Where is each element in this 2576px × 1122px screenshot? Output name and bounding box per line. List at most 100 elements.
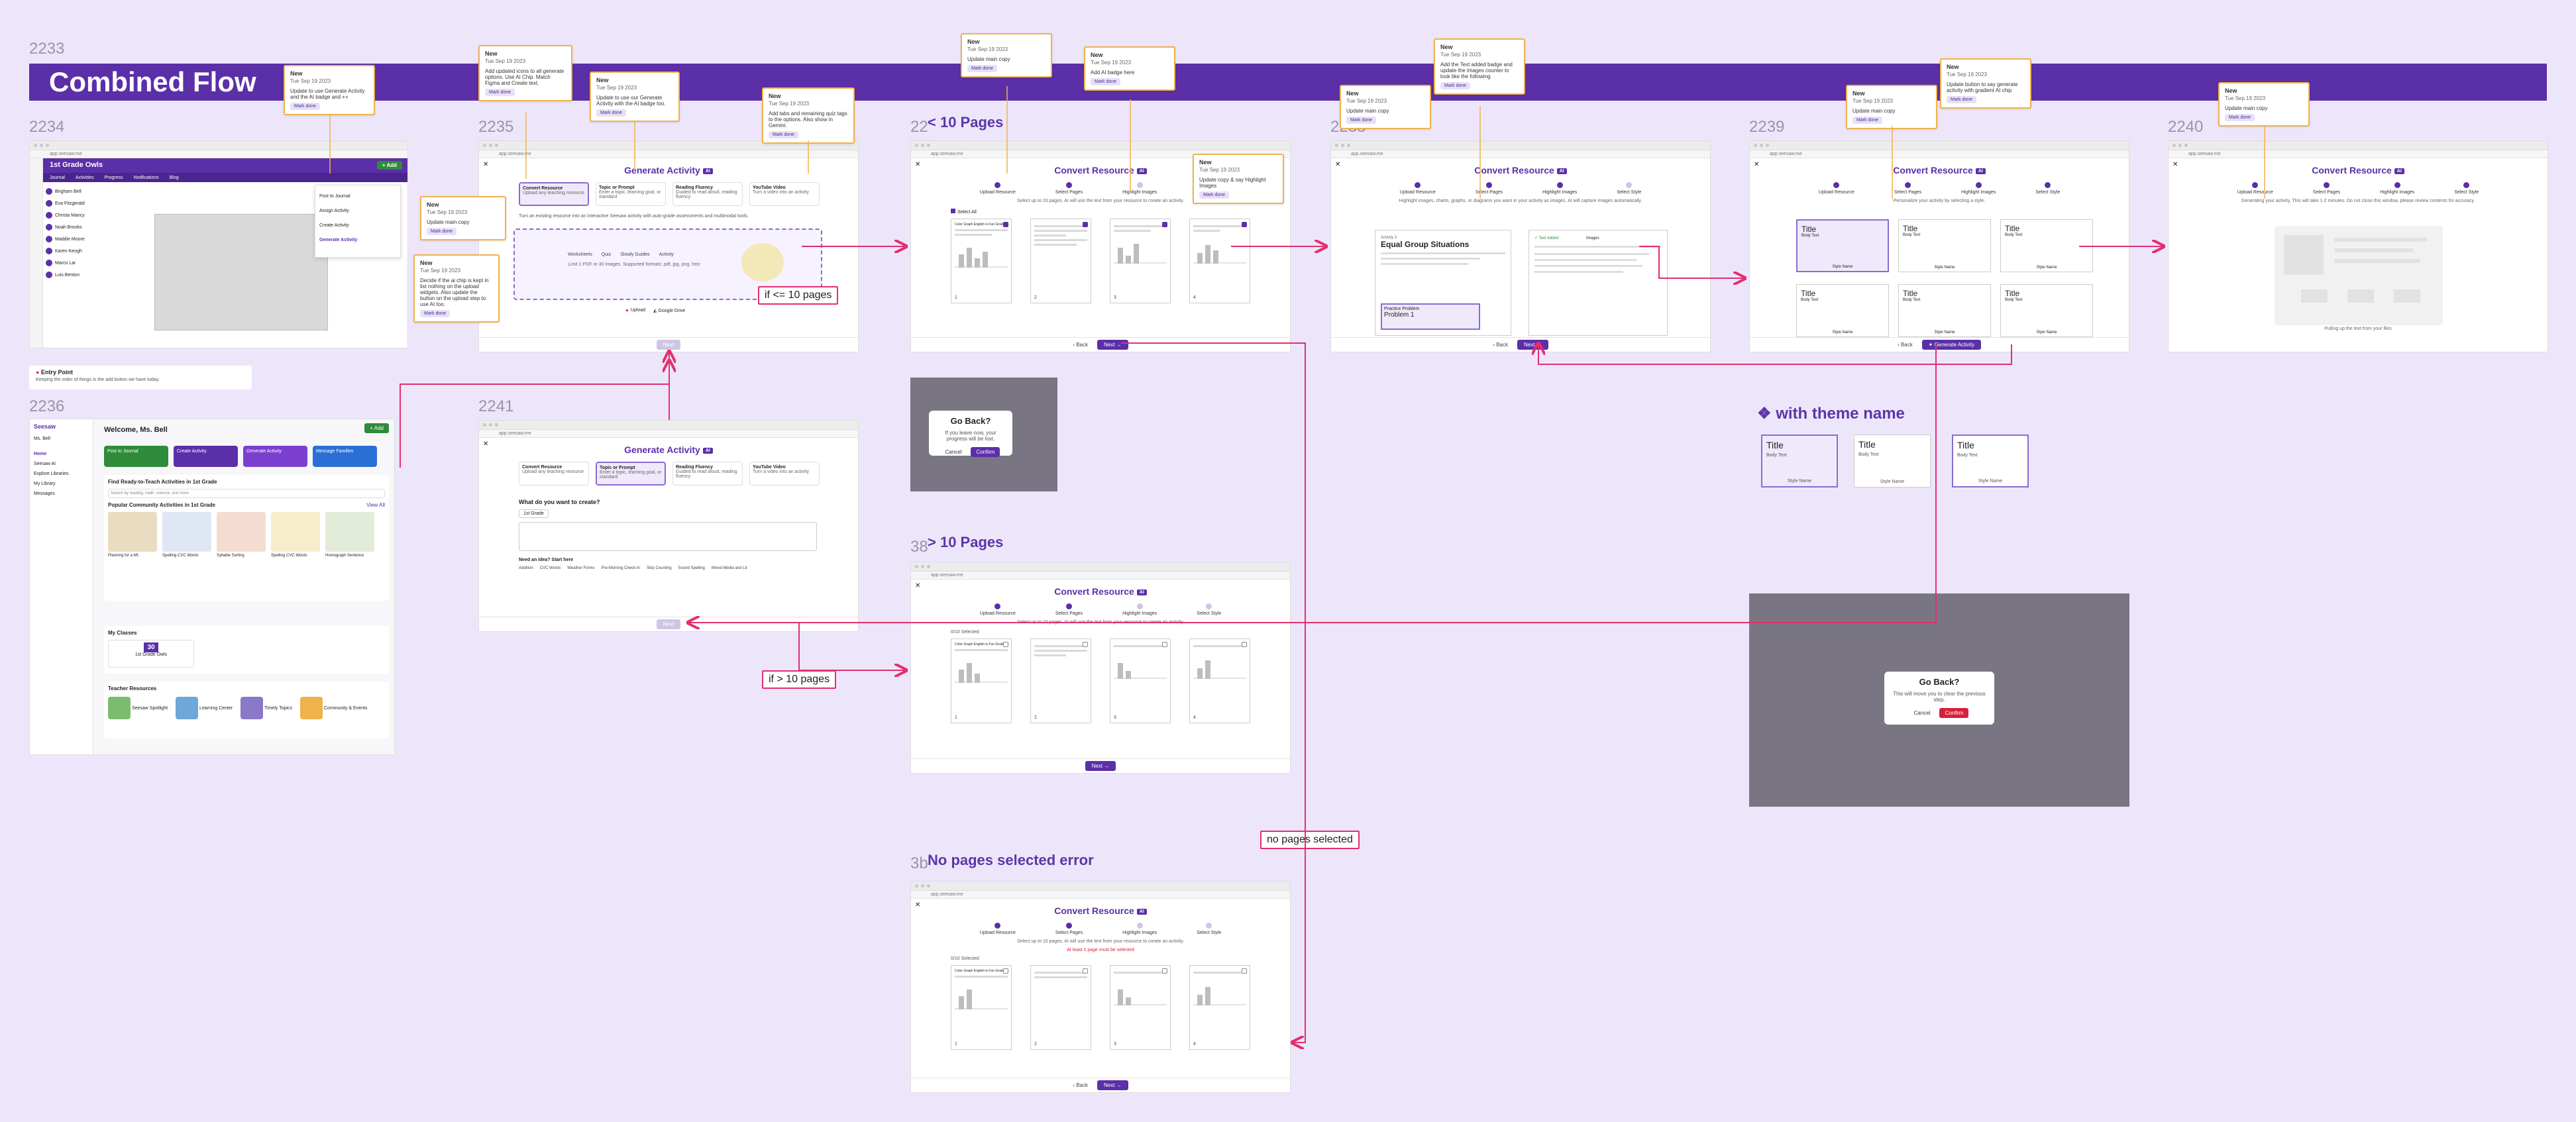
back-button[interactable]: ‹ Back xyxy=(1898,342,1913,348)
activity-card[interactable]: Spelling CVC Words xyxy=(271,512,320,558)
student-item[interactable]: Christa Mancy xyxy=(46,210,152,222)
page-thumbnail[interactable]: 3 xyxy=(1110,219,1171,303)
mark-done-button[interactable]: Mark done xyxy=(485,89,515,96)
student-item[interactable]: Brigham Bell xyxy=(46,186,152,198)
idea-chip[interactable]: Addition xyxy=(519,566,533,570)
mark-done-button[interactable]: Mark done xyxy=(290,103,320,110)
upload-button[interactable]: ▲ Upload xyxy=(625,308,645,313)
tile-message-families[interactable]: Message Families xyxy=(313,446,377,467)
home-add-button[interactable]: + Add xyxy=(364,423,389,433)
activity-card[interactable]: Syllable Sorting xyxy=(217,512,266,558)
idea-chip[interactable]: Skip Counting xyxy=(647,566,671,570)
nav-explore[interactable]: Explore Libraries xyxy=(34,469,89,479)
prompt-textarea[interactable] xyxy=(519,522,817,551)
page-thumbnail[interactable]: 2 xyxy=(1030,638,1091,723)
close-icon[interactable]: ✕ xyxy=(915,161,920,168)
menu-item-post-journal[interactable]: Post to Journal xyxy=(319,189,396,204)
tab-progress[interactable]: Progress xyxy=(105,176,123,180)
student-item[interactable]: Marco Lai xyxy=(46,258,152,270)
confirm-button[interactable]: Confirm xyxy=(1939,708,1968,718)
mark-done-button[interactable]: Mark done xyxy=(1852,117,1882,124)
close-icon[interactable]: ✕ xyxy=(915,582,920,589)
cancel-button[interactable]: Cancel xyxy=(1910,708,1935,718)
mark-done-button[interactable]: Mark done xyxy=(427,228,456,235)
menu-item-assign-activity[interactable]: Assign Activity xyxy=(319,204,396,219)
close-icon[interactable]: ✕ xyxy=(483,161,488,168)
mark-done-button[interactable]: Mark done xyxy=(420,310,450,317)
class-card[interactable]: 30 1st Grade Owls xyxy=(108,640,194,668)
view-all-link[interactable]: View All xyxy=(366,502,385,508)
resource-item[interactable]: Seesaw Spotlight xyxy=(108,697,168,719)
resource-item[interactable]: Timely Topics xyxy=(241,697,292,719)
mark-done-button[interactable]: Mark done xyxy=(2225,114,2255,121)
mark-done-button[interactable]: Mark done xyxy=(1199,191,1229,199)
page-thumbnail[interactable]: 4 xyxy=(1189,219,1250,303)
next-button[interactable]: Next → xyxy=(1085,761,1116,771)
student-item[interactable]: Karen Keogh xyxy=(46,246,152,258)
close-icon[interactable]: ✕ xyxy=(483,440,488,448)
page-thumbnail[interactable]: 3 xyxy=(1110,638,1171,723)
student-item[interactable]: Luis Benton xyxy=(46,270,152,281)
mark-done-button[interactable]: Mark done xyxy=(596,109,626,117)
resource-item[interactable]: Learning Center xyxy=(176,697,233,719)
mark-done-button[interactable]: Mark done xyxy=(1346,117,1376,124)
student-item[interactable]: Eva Fitzgerald xyxy=(46,198,152,210)
tab-blog[interactable]: Blog xyxy=(170,176,179,180)
idea-chip[interactable]: CVC Words xyxy=(540,566,561,570)
grade-select[interactable]: 1st Grade xyxy=(519,509,549,518)
mark-done-button[interactable]: Mark done xyxy=(1091,78,1120,85)
next-button[interactable]: Next → xyxy=(1517,340,1548,350)
search-input[interactable]: Search by reading, math, science, and mo… xyxy=(108,489,385,498)
mark-done-button[interactable]: Mark done xyxy=(1947,96,1976,103)
nav-home[interactable]: Home xyxy=(34,449,89,459)
next-button-disabled[interactable]: Next xyxy=(657,619,680,629)
tab-notifications[interactable]: Notifications xyxy=(134,176,159,180)
nav-seesaw-ai[interactable]: Seesaw AI xyxy=(34,459,89,469)
student-item[interactable]: Maddie Moore xyxy=(46,234,152,246)
tab-journal[interactable]: Journal xyxy=(50,176,65,180)
next-button[interactable]: Next → xyxy=(1097,1080,1128,1090)
student-item[interactable]: Noah Brooks xyxy=(46,222,152,234)
nav-library[interactable]: My Library xyxy=(34,479,89,489)
activity-card[interactable]: Planning for a Mt. xyxy=(108,512,157,558)
page-thumbnail[interactable]: 2 xyxy=(1030,219,1091,303)
idea-chip[interactable]: Weather Forms xyxy=(567,566,594,570)
idea-chip[interactable]: Sound Spelling xyxy=(678,566,705,570)
close-icon[interactable]: ✕ xyxy=(1754,161,1759,168)
nav-messages[interactable]: Messages xyxy=(34,489,89,499)
page-thumbnail[interactable]: 3 xyxy=(1110,965,1171,1050)
mark-done-button[interactable]: Mark done xyxy=(769,131,798,138)
back-button[interactable]: ‹ Back xyxy=(1073,1082,1088,1088)
tile-generate-activity[interactable]: Generate Activity xyxy=(243,446,307,467)
tile-post-journal[interactable]: Post to Journal xyxy=(104,446,168,467)
back-button[interactable]: ‹ Back xyxy=(1073,342,1088,348)
next-button[interactable]: Next → xyxy=(1097,340,1128,350)
